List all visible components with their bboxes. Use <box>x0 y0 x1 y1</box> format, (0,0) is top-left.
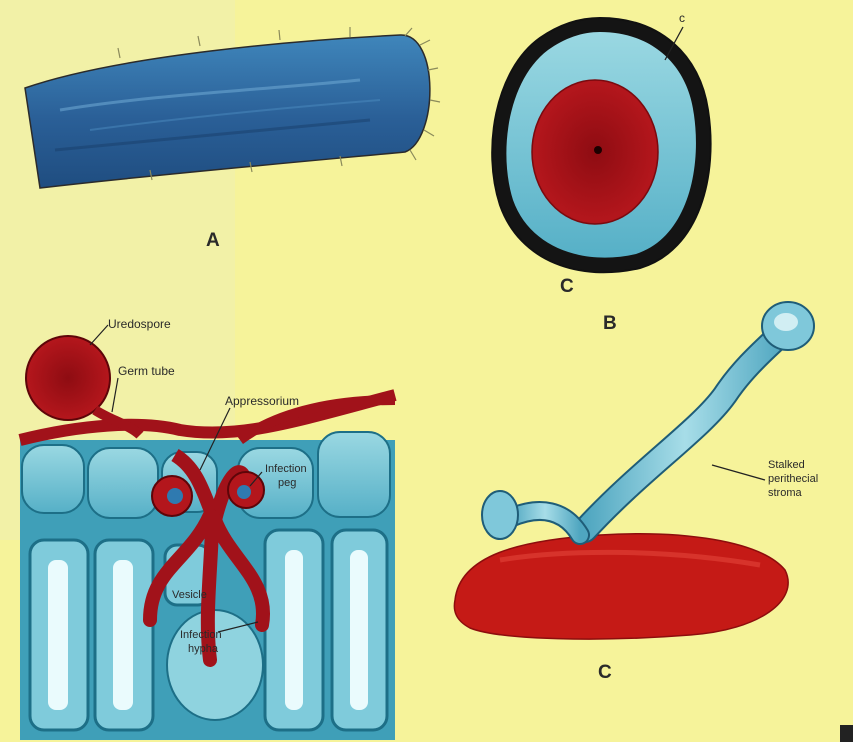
panel-b-letter: B <box>603 313 617 334</box>
stroma-label-line1: Stalked <box>768 459 805 471</box>
stroma-label-line3: stroma <box>768 487 803 499</box>
panel-b-cross-section <box>492 18 710 272</box>
label-appressorium: Appressorium <box>225 394 299 408</box>
label-uredospore: Uredospore <box>108 317 171 331</box>
label-infection-peg-line2: peg <box>278 477 296 489</box>
panel-c-letter: C <box>598 662 612 683</box>
corner-mark <box>840 725 853 742</box>
label-germ-tube: Germ tube <box>118 364 175 378</box>
label-infection-hypha-line1: Infection <box>180 629 222 641</box>
panel-a-letter: A <box>206 230 220 251</box>
label-vesicle: Vesicle <box>172 589 207 601</box>
stroma-label-line2: perithecial <box>768 473 818 485</box>
panel-b-label-c-upper: C <box>560 276 574 297</box>
label-infection-peg-line1: Infection <box>265 463 307 475</box>
panel-b-label-c-lower: c <box>679 11 685 25</box>
nucleolus <box>594 146 602 154</box>
label-infection-hypha-line2: hypha <box>188 643 219 655</box>
